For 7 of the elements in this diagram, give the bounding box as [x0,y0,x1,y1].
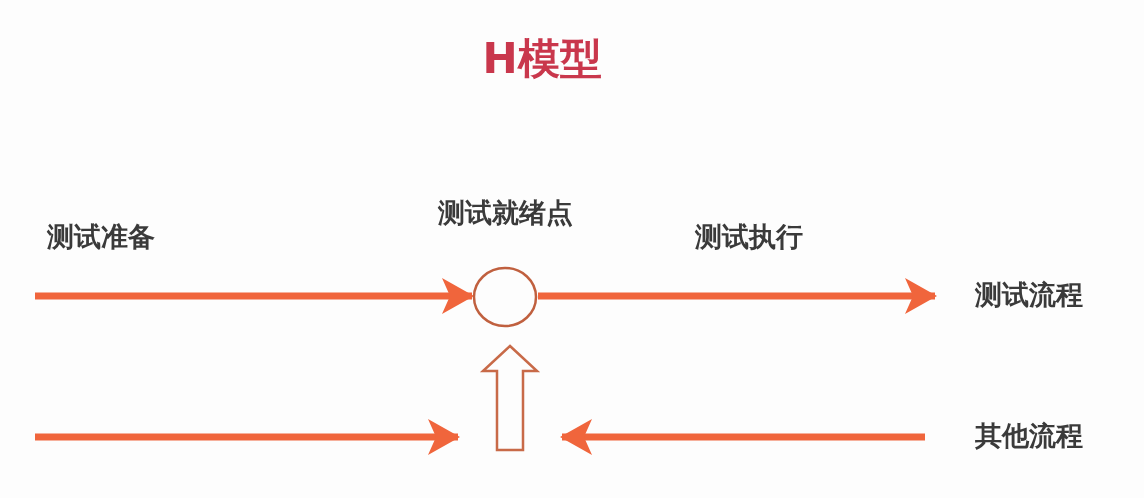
edge-label: 测试执行 [695,220,803,254]
process-label: 其他流程 [975,419,1084,453]
ready-point-circle [472,266,538,328]
process-label: 测试流程 [975,278,1084,312]
title: H模型 [481,34,603,84]
edge-label: 测试准备 [47,220,155,254]
node-heading: 测试就绪点 [436,196,574,230]
